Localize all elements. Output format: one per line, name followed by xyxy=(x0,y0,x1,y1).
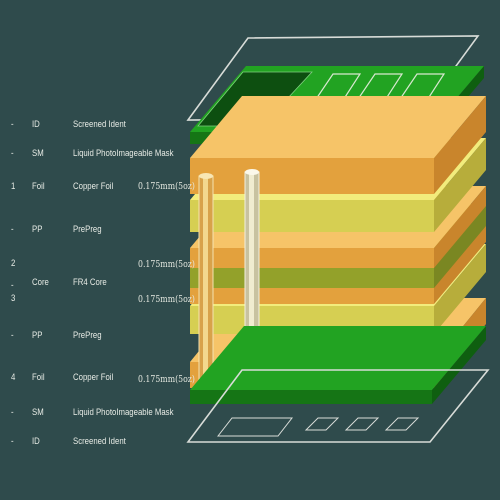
row-4-description: PrePreg xyxy=(73,224,102,235)
row-11-code: ID xyxy=(32,436,40,447)
row-8-number: - xyxy=(11,330,14,341)
row-8-description: PrePreg xyxy=(73,330,102,341)
row-10-number: - xyxy=(11,407,14,418)
bottom-ident-layer xyxy=(186,369,490,443)
plated-via-left xyxy=(198,173,214,391)
row-9-description: Copper Foil xyxy=(73,372,114,383)
row-4-code: PP xyxy=(32,224,43,235)
row-11-number: - xyxy=(11,436,14,447)
top-copper-foil-layer xyxy=(190,96,486,194)
row-2-number: - xyxy=(11,148,14,159)
row-9-number: 4 xyxy=(11,372,16,383)
row-3-code: Foil xyxy=(32,181,45,192)
row-1-code: ID xyxy=(32,119,40,130)
row-10-description: Liquid PhotoImageable Mask xyxy=(73,407,174,418)
thickness-layer-2: 0.175mm(5oz) xyxy=(138,259,195,270)
row-3-description: Copper Foil xyxy=(73,181,114,192)
row-8-code: PP xyxy=(32,330,43,341)
thickness-layer-3: 0.175mm(5oz) xyxy=(138,294,195,305)
row-9-code: Foil xyxy=(32,372,45,383)
row-1-number: - xyxy=(11,119,14,130)
row-7-number: 3 xyxy=(11,293,16,304)
row-1-description: Screened Ident xyxy=(73,119,126,130)
thickness-layer-4: 0.175mm(5oz) xyxy=(138,374,195,385)
row-4-number: - xyxy=(11,224,14,235)
row-6-number: - xyxy=(11,280,14,291)
row-5-description: FR4 Core xyxy=(73,277,107,288)
row-5-number: 2 xyxy=(11,258,16,269)
row-2-code: SM xyxy=(32,148,44,159)
row-3-number: 1 xyxy=(11,181,16,192)
row-11-description: Screened Ident xyxy=(73,436,126,447)
row-2-description: Liquid PhotoImageable Mask xyxy=(73,148,174,159)
bottom-solder-mask-layer xyxy=(190,326,486,404)
row-5-code: Core xyxy=(32,277,49,288)
thickness-layer-1: 0.175mm(5oz) xyxy=(138,181,195,192)
row-10-code: SM xyxy=(32,407,44,418)
